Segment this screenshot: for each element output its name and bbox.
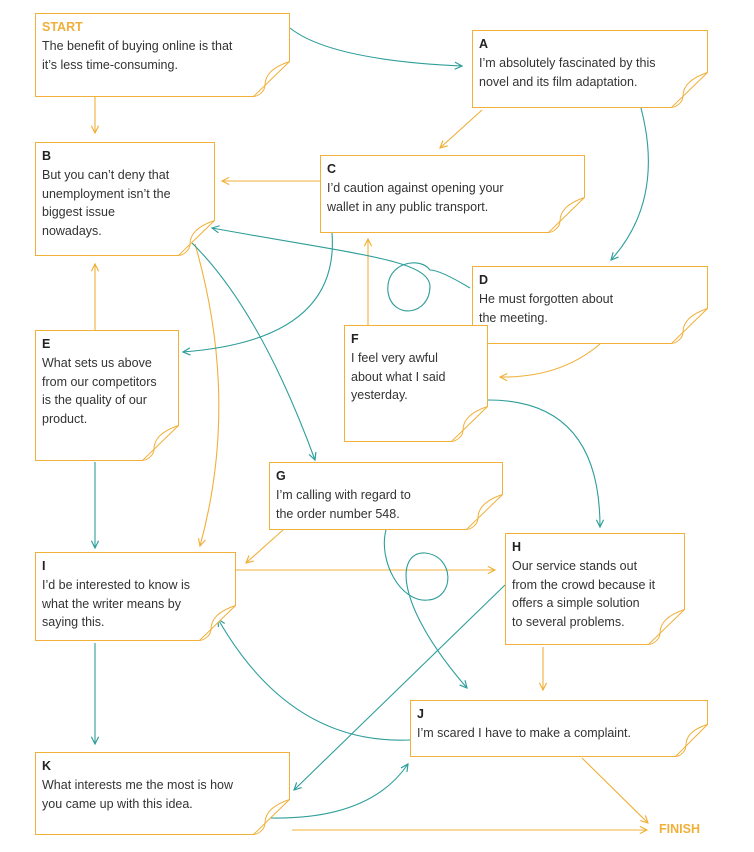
- finish-label: FINISH: [659, 822, 700, 836]
- card-label: G: [276, 469, 286, 483]
- card-text-line: from our competitors: [42, 374, 157, 389]
- card-text-line: wallet in any public transport.: [327, 199, 489, 214]
- card-label: D: [479, 273, 489, 287]
- note-frame: [35, 13, 290, 97]
- arrow-j-to-i: [218, 619, 411, 741]
- card-start: START The benefit of buying online is th…: [35, 13, 290, 97]
- note-frame: [472, 30, 708, 108]
- card-text-line: I’m absolutely fascinated by this: [479, 56, 656, 70]
- card-label: B: [42, 149, 52, 163]
- card-text-line: biggest issue: [42, 205, 115, 219]
- arrow-b-to-g: [191, 242, 315, 460]
- card-text-line: unemployment isn’t the: [42, 186, 171, 201]
- card-text-line: to several problems.: [512, 614, 625, 629]
- card-text-line: I’m calling with regard to: [276, 488, 411, 502]
- arrow-c-to-e: [183, 232, 333, 352]
- card-f: F I feel very awful about what I said ye…: [344, 325, 488, 442]
- card-text-line: product.: [42, 411, 88, 426]
- card-text-line: saying this.: [42, 615, 105, 629]
- card-text-line: But you can’t deny that: [42, 168, 170, 182]
- card-text-line: I’m scared I have to make a complaint.: [417, 726, 631, 740]
- note-frame: [269, 462, 503, 530]
- card-text-line: novel and its film adaptation.: [479, 74, 638, 89]
- card-text-line: the order number 548.: [276, 506, 400, 521]
- card-text-line: I’d be interested to know is: [42, 578, 190, 592]
- card-label: START: [42, 20, 83, 34]
- arrow-d-to-b: [212, 228, 471, 312]
- card-text-line: about what I said: [351, 369, 446, 384]
- arrow-f-to-h: [487, 399, 600, 527]
- card-text-line: nowadays.: [42, 223, 102, 238]
- card-a: A I’m absolutely fascinated by this nove…: [472, 30, 708, 108]
- arrow-a-to-d: [611, 107, 649, 260]
- card-b: B But you can’t deny that unemployment i…: [35, 142, 215, 256]
- card-k: K What interests me the most is how you …: [35, 752, 290, 835]
- card-text-line: I’d caution against opening your: [327, 181, 504, 195]
- note-frame: [505, 533, 685, 645]
- card-label: F: [351, 332, 359, 346]
- card-label: I: [42, 559, 46, 573]
- card-c: C I’d caution against opening your walle…: [320, 155, 585, 233]
- card-label: E: [42, 337, 51, 351]
- note-frame: [35, 330, 179, 461]
- card-i: I I’d be interested to know is what the …: [35, 552, 236, 641]
- card-label: C: [327, 162, 337, 176]
- card-text-line: He must forgotten about: [479, 292, 614, 306]
- card-j: J I’m scared I have to make a complaint.: [410, 700, 708, 757]
- card-text-line: is the quality of our: [42, 393, 147, 407]
- card-text-line: it’s less time-consuming.: [42, 57, 178, 72]
- arrow-start-to-a: [289, 27, 462, 66]
- arrow-g-to-j: [383, 529, 467, 688]
- note-frame: [344, 325, 488, 442]
- arrow-k-to-j: [269, 764, 408, 819]
- card-g: G I’m calling with regard to the order n…: [269, 462, 503, 530]
- card-text-line: Our service stands out: [512, 559, 638, 573]
- arrow-h-to-k: [294, 584, 506, 790]
- card-text-line: I feel very awful: [351, 351, 438, 365]
- card-h: H Our service stands out from the crowd …: [505, 533, 685, 645]
- card-text-line: what the writer means by: [42, 596, 181, 611]
- card-d: D He must forgotten about the meeting.: [472, 266, 708, 344]
- card-text-line: What sets us above: [42, 356, 152, 370]
- card-text-line: yesterday.: [351, 388, 408, 402]
- card-text-line: from the crowd because it: [512, 577, 656, 592]
- card-label: H: [512, 540, 522, 554]
- note-frame: [320, 155, 585, 233]
- card-text-line: the meeting.: [479, 310, 548, 325]
- arrow-j-to-finish: [581, 757, 648, 823]
- card-text-line: offers a simple solution: [512, 596, 640, 610]
- card-text-line: you came up with this idea.: [42, 796, 193, 811]
- card-e: E What sets us above from our competitor…: [35, 330, 179, 461]
- arrow-d-to-f: [500, 343, 601, 377]
- note-frame: [35, 752, 290, 835]
- arrow-a-to-c: [440, 109, 483, 148]
- arrow-b-to-i: [194, 243, 220, 546]
- card-text-line: The benefit of buying online is that: [42, 39, 233, 53]
- card-label: A: [479, 37, 489, 51]
- note-frame: [35, 552, 236, 641]
- card-text-line: What interests me the most is how: [42, 778, 234, 792]
- arrow-g-to-i: [246, 529, 284, 563]
- note-frame: [35, 142, 215, 256]
- note-frame: [410, 700, 708, 757]
- card-label: K: [42, 759, 52, 773]
- card-label: J: [417, 707, 424, 721]
